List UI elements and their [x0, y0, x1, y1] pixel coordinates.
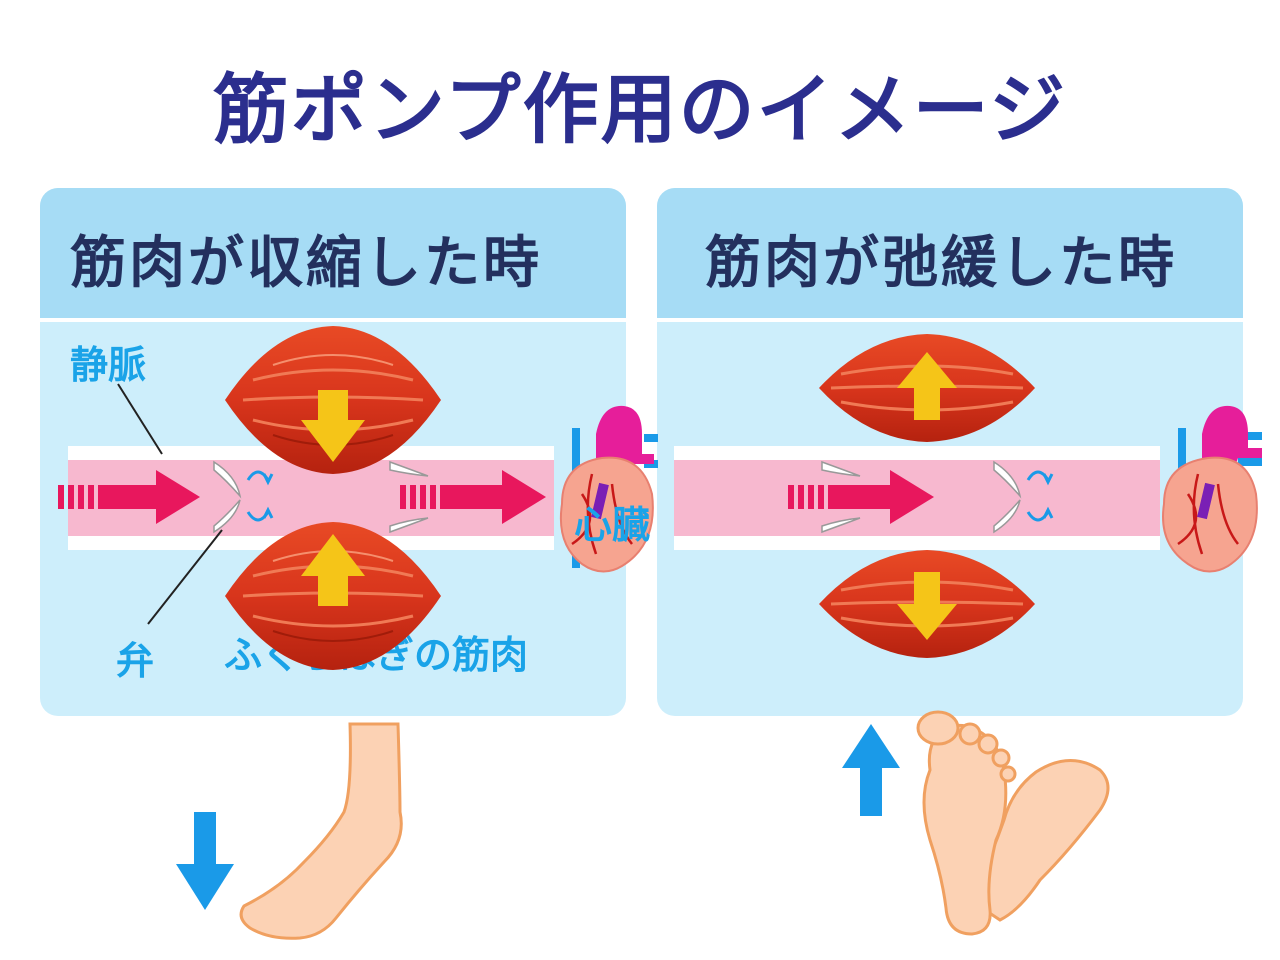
flow-arrow-icon	[58, 470, 200, 524]
valve-icon	[821, 460, 1022, 534]
foot-icon	[916, 710, 1110, 936]
heart-icon	[1162, 405, 1262, 573]
panel-title-relaxed: 筋肉が弛緩した時	[705, 231, 1177, 296]
flow-arrow-icon	[788, 470, 934, 524]
valve-pointer	[147, 529, 223, 625]
muscle-icon	[225, 326, 441, 474]
panel-header	[657, 188, 1243, 322]
up-arrow-icon	[301, 534, 365, 606]
panel-title-contracted: 筋肉が収縮した時	[70, 231, 542, 296]
foot-icon	[239, 722, 403, 940]
flow-arrow-icon	[400, 470, 546, 524]
up-arrow-icon	[842, 724, 900, 816]
down-arrow-icon	[301, 390, 365, 462]
down-arrow-icon	[897, 572, 957, 640]
valve-label: 弁	[116, 639, 155, 683]
panel-header	[40, 188, 626, 322]
vein-pointer	[117, 383, 163, 455]
muscle-icon	[225, 522, 441, 670]
vein-label: 静脈	[70, 343, 147, 387]
valve-icon	[213, 460, 429, 534]
muscle-icon	[819, 334, 1035, 442]
down-arrow-icon	[176, 812, 234, 910]
up-arrow-icon	[897, 352, 957, 420]
page-title: 筋ポンプ作用のイメージ	[212, 65, 1068, 154]
heart-label: 心臓	[574, 503, 650, 547]
muscle-icon	[819, 550, 1035, 658]
valve-flow-icon	[246, 470, 274, 522]
valve-flow-icon	[1026, 470, 1054, 522]
heart-icon	[559, 405, 658, 573]
